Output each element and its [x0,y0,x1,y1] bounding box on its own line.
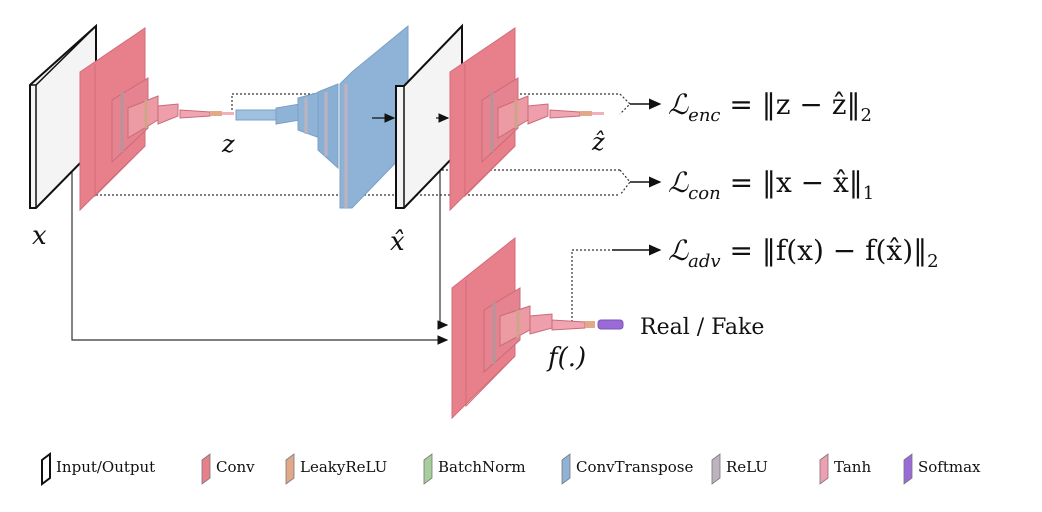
label-x: x [32,221,47,251]
conv-block-1d [157,103,179,125]
conv-block-2e [549,109,581,119]
legend-swatch-leakyrelu [285,453,295,485]
loss-enc-subscript: enc [688,105,720,126]
loss-con: ℒcon = ‖x − x̂‖1 [668,166,874,204]
label-real-fake: Real / Fake [640,315,764,340]
legend-swatch-convtranspose [561,453,571,485]
loss-enc: ℒenc = ‖z − ẑ‖2 [668,88,872,126]
loss-enc-norm: 2 [861,105,872,126]
loss-enc-rhs: = ‖z − ẑ‖ [721,88,861,121]
legend-label-tanh: Tanh [834,458,871,476]
legend-swatch-batchnorm [423,453,433,485]
loss-con-subscript: con [688,183,721,204]
legend-swatch-input-output [41,452,51,486]
dotted-line-z-enc [231,93,620,114]
loss-adv-symbol: ℒ [668,234,689,267]
dotted-line-adv [571,249,612,322]
loss-con-symbol: ℒ [668,166,689,199]
encoder-1 [29,23,234,212]
bracket-con [619,169,631,196]
deconv-block-1 [235,109,277,121]
conv-block-1e [179,109,211,119]
loss-adv-rhs: = ‖f(x) − f(x̂)‖ [721,234,928,267]
legend-label-batchnorm: BatchNorm [438,458,526,476]
legend-label-input-output: Input/Output [56,458,155,476]
conv-block-3d [529,313,553,335]
label-z: z [221,130,235,158]
decoder [235,24,409,209]
legend-swatch-relu [711,453,721,485]
label-discriminator-f: f(.) [546,343,586,373]
bracket-enc [619,93,631,115]
legend-swatch-conv [201,453,211,485]
loss-arrows [612,98,662,256]
loss-enc-symbol: ℒ [668,88,689,121]
conv-block-2d [527,103,549,125]
loss-adv-norm: 2 [927,251,938,272]
legend-label-leakyrelu: LeakyReLU [300,458,387,476]
legend-label-convtranspose: ConvTranspose [576,458,693,476]
legend-label-softmax: Softmax [918,458,981,476]
loss-con-rhs: = ‖x − x̂‖ [721,166,863,199]
label-x-hat: x̂ [390,227,405,257]
legend-swatch-softmax [903,453,913,485]
label-z-hat: ẑ [591,128,605,156]
loss-adv-subscript: adv [688,251,720,272]
legend-label-conv: Conv [216,458,255,476]
legend: Input/Output Conv LeakyReLU BatchNorm ConvTr… [41,452,981,486]
deconv-block-3 [297,91,321,139]
legend-swatch-tanh [819,453,829,485]
encoder-2 [436,27,604,212]
loss-con-norm: 1 [863,183,874,204]
deconv-block-4 [317,83,339,170]
loss-adv: ℒadv = ‖f(x) − f(x̂)‖2 [668,234,939,272]
legend-label-relu: ReLU [726,458,768,476]
deconv-block-2 [275,103,301,125]
softmax-block [597,319,624,330]
conv-block-3e [551,319,586,331]
line-xhat-to-discriminator [437,118,449,330]
discriminator [451,236,624,420]
line-x-to-discriminator [71,118,449,345]
